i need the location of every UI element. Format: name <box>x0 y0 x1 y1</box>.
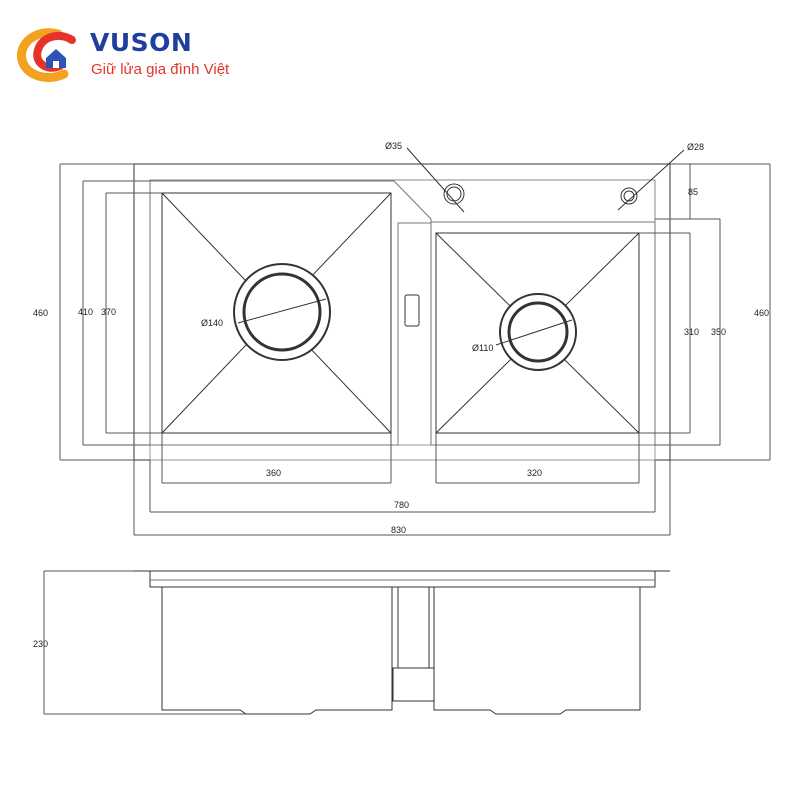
side-deck <box>149 570 656 588</box>
deck-inner-line <box>149 179 656 446</box>
deck-outline <box>133 163 671 461</box>
left-bowl <box>161 192 392 434</box>
side-overflow-box <box>392 667 435 702</box>
overflow-slot <box>404 294 420 327</box>
right-drain-leader <box>495 319 573 346</box>
label-right-height-outer: 460 <box>754 308 769 318</box>
tap-hole-small <box>620 187 638 205</box>
tap-hole-large <box>443 183 465 205</box>
vuson-logo-icon <box>17 28 76 82</box>
right-bowl-flange <box>430 221 656 446</box>
side-right-bowl <box>433 587 641 715</box>
label-bowl-right-width: 320 <box>527 468 542 478</box>
left-drain-inner <box>242 272 322 352</box>
tap-hole-large-inner <box>446 186 462 202</box>
label-tap-hole-large: Ø35 <box>385 141 402 151</box>
label-inner-width: 780 <box>394 500 409 510</box>
label-left-height-mid: 410 <box>78 307 93 317</box>
right-bowl <box>435 232 640 434</box>
label-left-height-inner: 370 <box>101 307 116 317</box>
label-drain-small: Ø110 <box>472 343 493 353</box>
side-left-bowl <box>161 587 393 715</box>
label-tap-hole-small: Ø28 <box>687 142 704 152</box>
label-left-height-outer: 460 <box>33 308 48 318</box>
front-rim <box>149 444 656 461</box>
label-overall-width: 830 <box>391 525 406 535</box>
label-bowl-left-width: 360 <box>266 468 281 478</box>
tap-hole-small-leader <box>617 149 685 211</box>
brand-logo <box>14 26 254 86</box>
left-bowl-flange <box>149 180 432 446</box>
label-right-height-mid: 350 <box>711 327 726 337</box>
label-depth: 230 <box>33 639 48 649</box>
brand-tagline: Giữ lửa gia đình Việt <box>91 61 230 78</box>
label-right-height-inner: 310 <box>684 327 699 337</box>
brand-name: VUSON <box>90 28 193 57</box>
label-drain-large: Ø140 <box>201 318 223 328</box>
right-drain-inner <box>507 301 569 363</box>
label-hole-offset: 85 <box>688 187 698 197</box>
tap-hole-large-leader <box>406 147 465 213</box>
left-drain-leader <box>237 298 327 324</box>
